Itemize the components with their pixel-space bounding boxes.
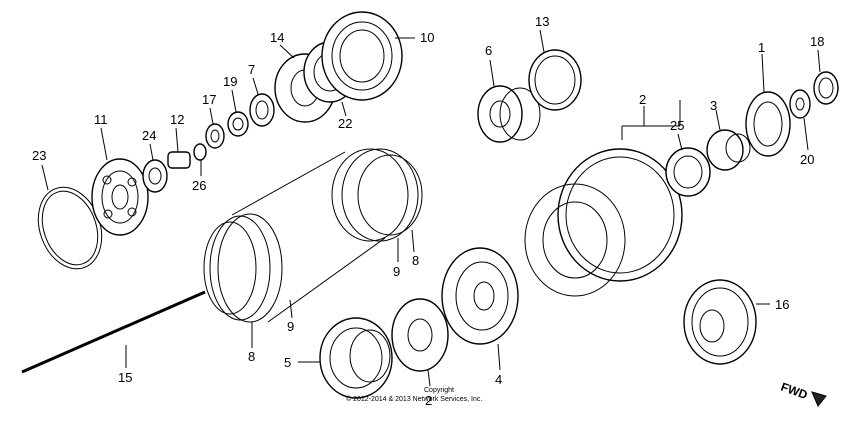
callout-12: 12	[170, 112, 184, 127]
part-18-seal	[813, 49, 839, 105]
part-15-rod	[21, 290, 206, 374]
callout-17: 17	[202, 92, 216, 107]
part-2-gear-drum	[524, 100, 683, 297]
part-10-piston	[321, 11, 415, 101]
fwd-arrow-icon	[811, 391, 827, 407]
callout-1: 1	[758, 40, 765, 55]
part-19-washer	[227, 89, 249, 137]
callout-labels: 1 2 2 3 4 5 6 7 8 8 9 9 10 11 12 13 14 1…	[32, 14, 824, 408]
callout-14: 14	[270, 30, 284, 45]
part-24-bearing	[142, 143, 168, 193]
callout-24: 24	[142, 128, 156, 143]
callout-25: 25	[670, 118, 684, 133]
callout-19: 19	[223, 74, 237, 89]
callout-3: 3	[710, 98, 717, 113]
callout-13: 13	[535, 14, 549, 29]
copyright-line-2: © 2012-2014 & 2013 Network Services, Inc…	[346, 395, 482, 403]
callout-9-b: 9	[393, 264, 400, 279]
callout-9: 9	[287, 319, 294, 334]
part-11-end-cover	[91, 127, 149, 236]
callout-23: 23	[32, 148, 46, 163]
fwd-label: FWD	[779, 380, 810, 403]
part-3-bushing	[706, 109, 751, 171]
part-12-pin	[167, 127, 191, 169]
callout-22: 22	[338, 116, 352, 131]
callout-10: 10	[420, 30, 434, 45]
callout-6: 6	[485, 43, 492, 58]
part-25-needle-bearing	[665, 133, 711, 197]
part-26-washer	[193, 143, 207, 176]
part-21-washer	[391, 298, 449, 387]
part-16-gear	[683, 279, 770, 365]
callout-16: 16	[775, 297, 789, 312]
callout-15: 15	[118, 370, 132, 385]
copyright-line-1: Copyright	[424, 387, 454, 394]
callout-2: 2	[639, 92, 646, 107]
callout-5: 5	[284, 355, 291, 370]
part-4-gear	[441, 247, 519, 371]
callout-2-b: 2	[425, 393, 432, 408]
callout-7: 7	[248, 62, 255, 77]
callout-4: 4	[495, 372, 502, 387]
callout-8: 8	[248, 349, 255, 364]
part-1-gear	[745, 53, 791, 157]
clutch-drum	[203, 148, 423, 348]
part-17-bearing	[205, 107, 225, 149]
part-6-bearing	[477, 59, 541, 143]
part-20-washer	[789, 89, 811, 151]
part-5-gear-hub	[298, 317, 393, 399]
callout-18: 18	[810, 34, 824, 49]
callout-8-b: 8	[412, 253, 419, 268]
callout-20: 20	[800, 152, 814, 167]
part-13-roller-bearing	[528, 29, 582, 111]
part-7-bearing	[249, 77, 275, 127]
callout-11: 11	[94, 112, 108, 127]
callout-26: 26	[192, 178, 206, 193]
